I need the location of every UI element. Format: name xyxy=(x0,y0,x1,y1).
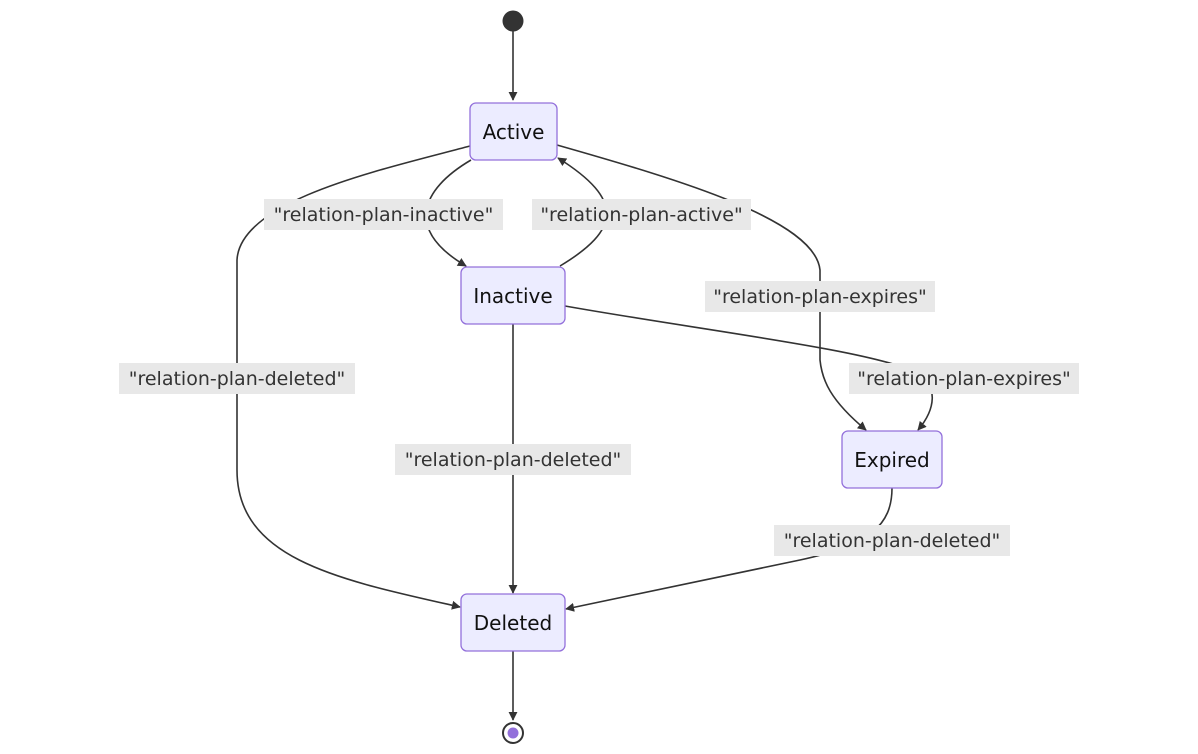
state-deleted[interactable]: Deleted xyxy=(460,593,566,652)
state-inactive-label: Inactive xyxy=(473,284,552,308)
start-node xyxy=(502,10,524,32)
label-inactive-to-active: "relation-plan-active" xyxy=(540,204,742,226)
state-expired-label: Expired xyxy=(854,448,930,472)
label-inactive-to-expired: "relation-plan-expires" xyxy=(857,368,1071,390)
label-bg-inactive-to-expired xyxy=(849,363,1079,394)
label-expired-to-deleted: "relation-plan-deleted" xyxy=(784,530,1001,552)
label-active-to-deleted: "relation-plan-deleted" xyxy=(129,368,346,390)
state-active[interactable]: Active xyxy=(469,102,558,161)
label-bg-active-to-inactive xyxy=(264,199,503,230)
label-active-to-inactive: "relation-plan-inactive" xyxy=(274,204,494,226)
end-node xyxy=(502,722,524,744)
state-inactive[interactable]: Inactive xyxy=(460,266,566,325)
label-bg-inactive-to-deleted xyxy=(395,444,631,475)
label-bg-expired-to-deleted xyxy=(774,525,1010,556)
edge-inactive-to-expired xyxy=(564,305,933,431)
state-deleted-label: Deleted xyxy=(474,611,552,635)
label-bg-active-to-deleted xyxy=(119,363,355,394)
label-bg-active-to-expired xyxy=(705,281,935,312)
label-inactive-to-deleted: "relation-plan-deleted" xyxy=(405,449,622,471)
label-bg-inactive-to-active xyxy=(532,199,751,230)
state-expired[interactable]: Expired xyxy=(841,430,943,489)
edge-active-to-expired xyxy=(556,144,867,431)
label-active-to-expired: "relation-plan-expires" xyxy=(713,286,927,308)
edge-labels: "relation-plan-inactive" "relation-plan-… xyxy=(119,199,1079,556)
state-active-label: Active xyxy=(483,120,545,144)
